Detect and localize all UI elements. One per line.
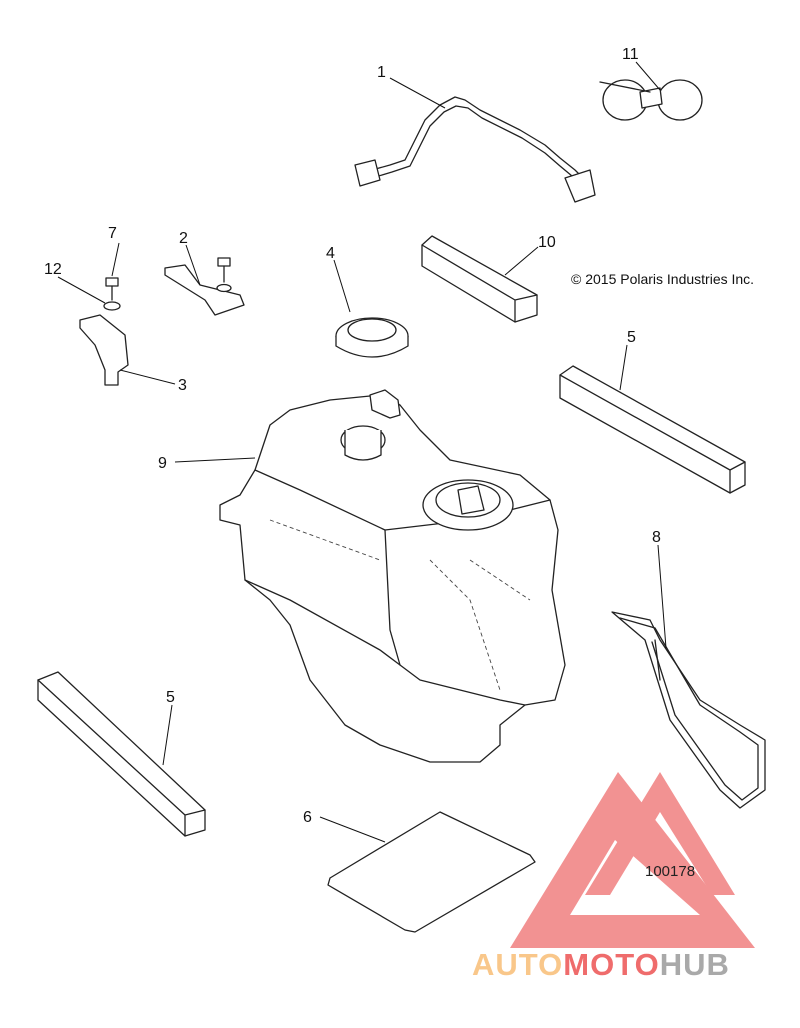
callout-12: 12 [44, 261, 62, 278]
callout-1: 1 [377, 64, 386, 81]
callout-4: 4 [326, 245, 335, 262]
callout-10: 10 [538, 234, 556, 251]
callout-6: 6 [303, 809, 312, 826]
part-6-pad [327, 811, 536, 933]
watermark-text-auto: AUTO [472, 947, 563, 982]
part-2-bracket [164, 257, 245, 316]
part-11-clamp [599, 79, 703, 121]
copyright-notice: © 2015 Polaris Industries Inc. [571, 271, 754, 287]
part-4-fuel-cap [335, 317, 409, 358]
callout-5-lower: 5 [166, 689, 175, 706]
part-12-washer [103, 301, 121, 311]
part-3-bracket [79, 314, 129, 386]
callout-11: 11 [622, 46, 639, 63]
callout-9: 9 [158, 455, 167, 472]
reference-number: 100178 [645, 863, 695, 880]
part-8-strap [611, 611, 766, 809]
callout-5-upper: 5 [627, 329, 636, 346]
callout-3: 3 [178, 377, 187, 394]
part-5-foam-strip-upper [559, 365, 746, 494]
watermark-text-moto: MOTO [563, 947, 659, 982]
callout-labels: 1 2 3 4 5 5 6 7 8 9 10 11 12 [44, 46, 661, 826]
watermark-text: AUTOMOTOHUB [472, 947, 730, 982]
part-9-fuel-tank [219, 389, 566, 763]
callout-8: 8 [652, 529, 661, 546]
part-7-bolt [105, 277, 119, 301]
part-1-vent-hose [354, 96, 596, 203]
callout-7: 7 [108, 225, 117, 242]
leader-lines [57, 61, 667, 843]
part-10-foam-block [421, 235, 538, 323]
callout-2: 2 [179, 230, 188, 247]
part-5-foam-strip-lower [37, 671, 206, 837]
watermark-text-hub: HUB [660, 947, 730, 982]
automotohub-logo [510, 772, 755, 948]
